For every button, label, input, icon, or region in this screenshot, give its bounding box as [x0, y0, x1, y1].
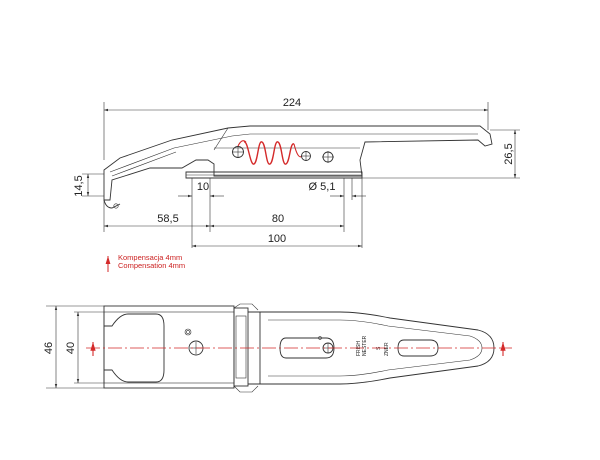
- dim-height: 26,5: [503, 130, 517, 178]
- dim-overall-length: 224: [104, 97, 488, 112]
- top-view: 46 40: [43, 303, 512, 393]
- dim-hole-spacing: 80: [210, 213, 344, 228]
- dim-outer-width: 46: [43, 305, 104, 389]
- compensation-note-en: Compensation 4mm: [118, 261, 185, 270]
- stamp-line-2: NESTER: [362, 335, 368, 356]
- side-view: 224 26,5 14,5: [73, 97, 520, 272]
- stamp-block-1: FRISH NESTER: [356, 335, 368, 356]
- dim-offset-label: 58,5: [157, 213, 178, 225]
- dim-inner-width: 40: [65, 311, 104, 384]
- dim-base-length: 100: [192, 233, 362, 248]
- compensation-note: Kompensacja 4mm Compensation 4mm: [105, 253, 185, 272]
- stamp-block-2: S ZNER: [376, 342, 390, 356]
- spring: [237, 140, 303, 165]
- dim-height-label: 26,5: [503, 143, 515, 164]
- dim-hole-diameter-label: Ø 5,1: [309, 181, 336, 193]
- stamp2-line-2: ZNER: [384, 342, 390, 356]
- centre-line: [86, 342, 512, 356]
- dim-gap-label: 10: [197, 181, 209, 193]
- dim-outer-width-label: 46: [43, 342, 55, 354]
- dim-gap: 10: [178, 181, 224, 198]
- latch-side-profile: [103, 125, 493, 209]
- dim-base-length-label: 100: [268, 233, 286, 245]
- dim-hook-height: 14,5: [73, 173, 104, 197]
- dim-hook-height-label: 14,5: [73, 175, 85, 196]
- dim-inner-width-label: 40: [65, 342, 77, 354]
- compensation-note-pl: Kompensacja 4mm: [118, 253, 182, 262]
- dim-hole-spacing-label: 80: [272, 213, 284, 225]
- dim-hole-diameter: Ø 5,1: [309, 181, 366, 198]
- dim-overall-length-label: 224: [283, 97, 301, 109]
- dim-offset: 58,5: [104, 213, 210, 228]
